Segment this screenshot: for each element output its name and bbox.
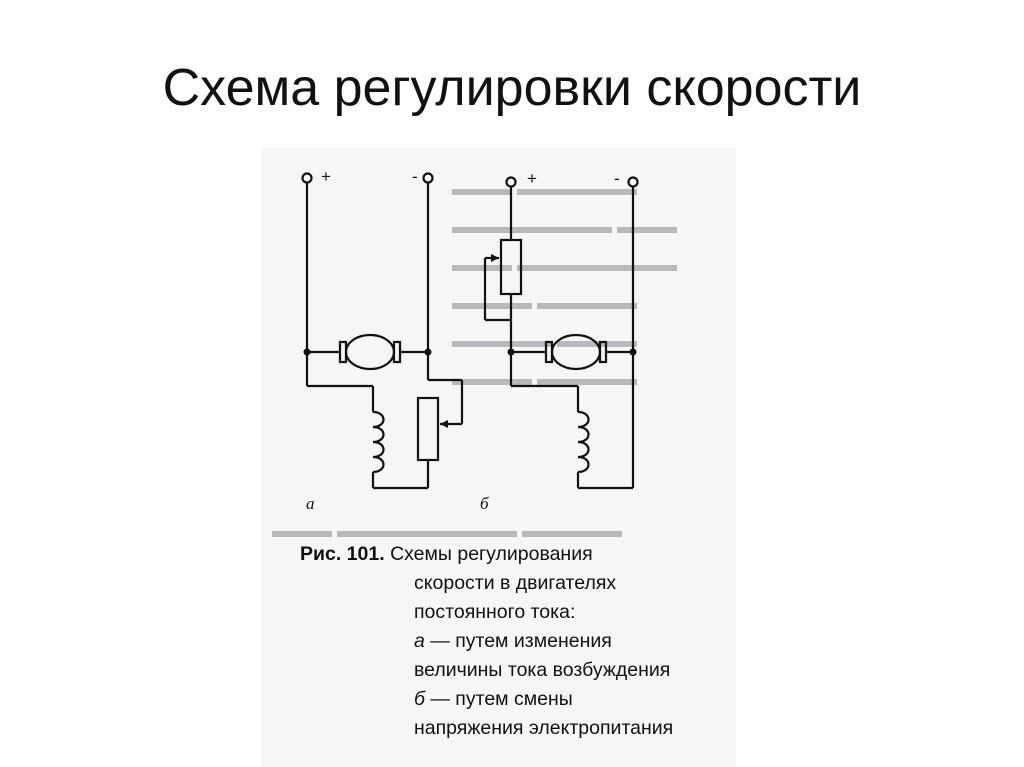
item-letter: а [414, 630, 425, 652]
bleed-through-text: ▬▬▬▬ ▬▬▬▬▬ [452, 368, 637, 390]
caption-item-b: б — путем смены [300, 685, 740, 714]
slide-title: Схема регулировки скорости [162, 59, 862, 117]
figure-number: Рис. 101. [300, 543, 385, 565]
scheme-a [301, 172, 464, 490]
bleed-through-text: ▬▬▬ ▬▬▬▬▬▬ [452, 178, 637, 200]
item-text: — путем смены [424, 688, 573, 710]
terminal-b-minus-label: - [614, 169, 620, 188]
scheme-b [483, 176, 639, 490]
motor-b [550, 333, 602, 371]
rheostat-a [416, 396, 440, 462]
bleed-through-text: ▬▬▬▬▬▬▬▬ ▬▬▬ [452, 216, 677, 238]
motor-a [344, 333, 396, 371]
caption-item-a-cont: величины тока возбуждения [414, 659, 671, 681]
junction-dot [424, 348, 432, 356]
caption-line-2: скорости в двигателях [414, 572, 617, 594]
scanned-figure-background: ▬▬▬ ▬▬▬▬▬▬ ▬▬▬▬▬▬▬▬ ▬▬▬ ▬▬▬ ▬▬▬▬▬▬▬▬ ▬▬▬… [262, 148, 736, 767]
caption-text: Схемы регулирования [390, 543, 593, 565]
terminal-a-plus [301, 172, 313, 184]
bleed-through-text: ▬▬▬▬ ▬▬▬▬▬ [452, 292, 637, 314]
terminal-a-minus-label: - [412, 167, 418, 186]
terminal-b-plus-label: + [527, 169, 537, 188]
field-winding-a [372, 410, 385, 474]
slider-arrow-b [491, 254, 499, 262]
field-winding-b [577, 410, 590, 474]
junction-dot [507, 348, 515, 356]
terminal-a-plus-label: + [321, 167, 331, 186]
bleed-through-text: ▬▬▬ ▬▬▬▬▬▬▬▬ [452, 254, 677, 276]
junction-dot [629, 348, 637, 356]
item-letter: б [414, 688, 425, 710]
terminal-b-minus [627, 176, 639, 188]
rheostat-b [499, 238, 523, 296]
caption-line-1: Рис. 101. Схемы регулирования [300, 540, 740, 569]
bleed-through-text: ▬▬▬▬▬ ▬▬▬▬ [452, 330, 637, 352]
caption-item-a: а — путем изменения [300, 627, 740, 656]
terminal-a-minus [422, 172, 434, 184]
item-text: — путем изменения [424, 630, 612, 652]
scheme-a-label: а [306, 494, 315, 513]
figure-caption: Рис. 101. Схемы регулирования скорости в… [300, 540, 740, 743]
slider-arrow-a [440, 420, 448, 428]
junction-dot [303, 348, 311, 356]
caption-item-b-cont: напряжения электропитания [414, 717, 674, 739]
scheme-b-label: б [480, 494, 489, 513]
terminal-b-plus [505, 176, 517, 188]
caption-line-3: постоянного тока: [414, 601, 576, 623]
bleed-through-text: ▬▬▬ ▬▬▬▬▬▬▬▬▬ ▬▬▬▬▬ [272, 520, 622, 542]
